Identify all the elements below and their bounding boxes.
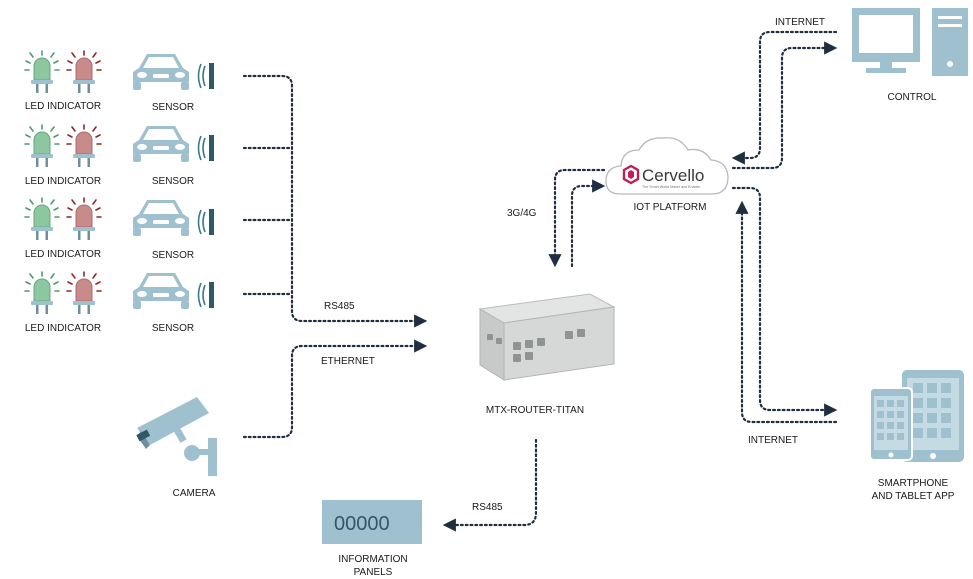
router-box [478, 293, 616, 381]
green-led-icon [24, 50, 60, 94]
control-label: CONTROL [888, 92, 937, 103]
camera-icon [136, 397, 217, 476]
sensor-label: SENSOR [152, 102, 194, 113]
ethernet-line [242, 339, 428, 439]
sensor-bus-lines [242, 74, 428, 328]
rs485-bottom-label: RS485 [472, 502, 503, 513]
internet-top-label: INTERNET [775, 17, 825, 28]
led-sensor-row-2: LED INDICATOR SENSOR [24, 124, 215, 187]
led-indicator-label: LED INDICATOR [25, 101, 101, 112]
smartphone-label-line2: AND TABLET APP [872, 491, 955, 502]
info-panels-label-line1: INFORMATION [338, 554, 407, 565]
desktop-computer-icon [852, 8, 968, 76]
panel-display-value: 00000 [334, 513, 390, 535]
red-led-icon [66, 271, 102, 315]
sensor-label: SENSOR [152, 176, 194, 187]
car-sensor-icon [132, 125, 215, 163]
cellular-link [548, 168, 606, 268]
rs485-panel-line [442, 438, 538, 532]
internet-control-link [731, 30, 838, 170]
cervello-logo: Cervello The Smart World Maker and Enabl… [622, 164, 704, 189]
car-sensor-icon [132, 53, 215, 91]
sensor-label: SENSOR [152, 250, 194, 261]
information-panel: 00000 [322, 500, 422, 544]
internet-bottom-label: INTERNET [748, 435, 798, 446]
camera-label: CAMERA [173, 488, 216, 499]
led-sensor-row-1: LED INDICATOR SENSOR [24, 50, 215, 113]
red-led-icon [66, 50, 102, 94]
logo-tagline: The Smart World Maker and Enabler [642, 185, 701, 189]
logo-name: Cervello [642, 166, 704, 185]
red-led-icon [66, 124, 102, 168]
ethernet-label: ETHERNET [321, 356, 375, 367]
led-indicator-label: LED INDICATOR [25, 249, 101, 260]
green-led-icon [24, 197, 60, 241]
cellular-label: 3G/4G [507, 208, 537, 219]
led-indicator-label: LED INDICATOR [25, 323, 101, 334]
rs485-top-label: RS485 [324, 301, 355, 312]
smartphone-label-line1: SMARTPHONE [878, 478, 949, 489]
sensor-label: SENSOR [152, 323, 194, 334]
green-led-icon [24, 124, 60, 168]
internet-mobile-link [731, 186, 838, 424]
info-panels-label-line2: PANELS [354, 567, 393, 578]
green-led-icon [24, 271, 60, 315]
car-sensor-icon [132, 199, 215, 237]
car-sensor-icon [132, 272, 215, 310]
tablet-smartphone-icon [869, 370, 964, 462]
router-label: MTX-ROUTER-TITAN [486, 405, 584, 416]
red-led-icon [66, 197, 102, 241]
led-sensor-row-4: LED INDICATOR SENSOR [24, 271, 215, 334]
iot-platform-label: IOT PLATFORM [634, 202, 707, 213]
led-sensor-row-3: LED INDICATOR SENSOR [24, 197, 215, 261]
led-indicator-label: LED INDICATOR [25, 176, 101, 187]
